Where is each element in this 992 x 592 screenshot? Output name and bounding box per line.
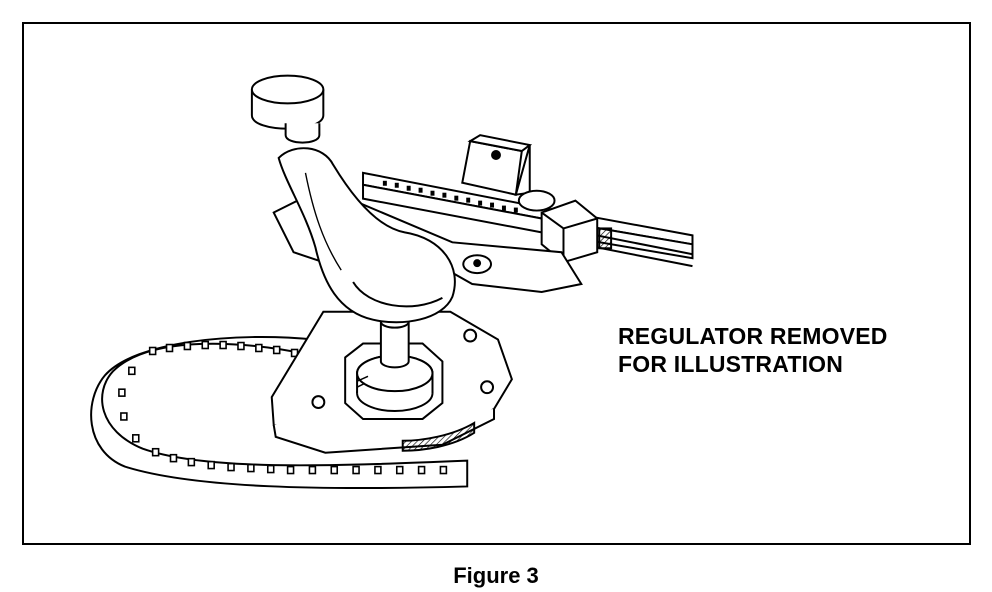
cable-track-slots <box>382 180 518 213</box>
cable-connector <box>540 199 613 264</box>
callout-note: REGULATOR REMOVED FOR ILLUSTRATION <box>618 322 888 378</box>
callout-line-2: FOR ILLUSTRATION <box>618 351 844 377</box>
regulator-shaft <box>356 314 434 413</box>
crank-handle-arm <box>277 147 456 324</box>
callout-line-1: REGULATOR REMOVED <box>618 323 888 349</box>
crank-handle-knob <box>250 74 325 144</box>
tape-strap-holes <box>118 340 448 475</box>
mounting-bracket <box>461 134 556 212</box>
tape-strap <box>90 336 469 490</box>
figure-caption: Figure 3 <box>453 563 539 588</box>
window-regulator-illustration <box>90 74 694 490</box>
figure-frame: REGULATOR REMOVED FOR ILLUSTRATION <box>22 22 971 545</box>
